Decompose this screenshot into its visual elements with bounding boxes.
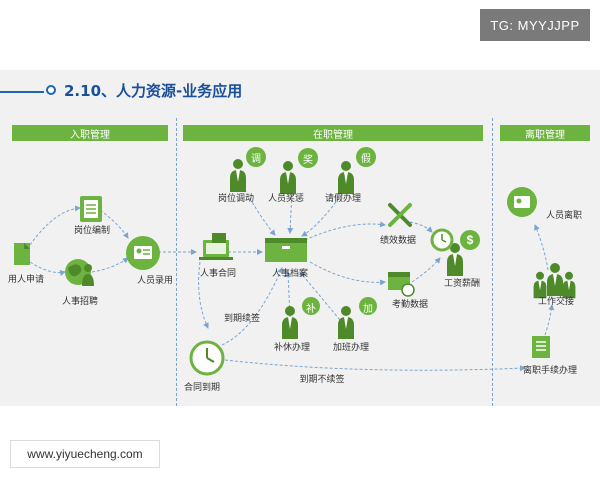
label-reward: 人员奖惩 bbox=[267, 194, 305, 204]
label-renew: 到期续签 bbox=[223, 314, 261, 324]
section-divider-1 bbox=[176, 118, 177, 406]
label-transfer: 岗位调动 bbox=[217, 194, 255, 204]
svg-text:$: $ bbox=[467, 233, 474, 247]
label-leave: 请假办理 bbox=[324, 194, 362, 204]
contract-expire-clock-icon bbox=[189, 340, 225, 376]
page-title: 2.10、人力资源-业务应用 bbox=[64, 82, 243, 100]
label-archive: 人事档案 bbox=[271, 269, 309, 279]
transfer-person-icon bbox=[230, 159, 246, 192]
label-salary: 工资薪酬 bbox=[443, 279, 481, 289]
label-no-renew: 到期不续签 bbox=[299, 375, 345, 385]
calendar-icon bbox=[388, 272, 415, 297]
hire-request-icon bbox=[14, 243, 30, 265]
dollar-icon: $ bbox=[460, 230, 480, 250]
bubble-makeup: 补 bbox=[306, 304, 316, 315]
bubble-leave: 假 bbox=[361, 154, 371, 165]
label-contract: 人事合同 bbox=[199, 269, 237, 279]
reward-person-icon bbox=[280, 161, 296, 194]
title-accent-line bbox=[0, 91, 44, 93]
label-resign-proc: 离职手续办理 bbox=[522, 366, 578, 376]
clipboard-icon bbox=[80, 196, 102, 222]
archive-folder-icon bbox=[265, 238, 307, 262]
salary-clock-icon bbox=[430, 228, 454, 252]
label-makeup: 补休办理 bbox=[273, 343, 311, 353]
label-handover: 工作交接 bbox=[537, 297, 575, 307]
label-post-staffing: 岗位编制 bbox=[73, 226, 111, 236]
resign-doc-icon bbox=[532, 336, 550, 358]
label-contract-expire: 合同到期 bbox=[183, 383, 221, 393]
label-resign: 人员离职 bbox=[545, 211, 583, 221]
resign-badge-icon bbox=[507, 187, 537, 217]
speech-bubbles bbox=[246, 147, 377, 315]
bubble-overtime: 加 bbox=[363, 304, 373, 315]
label-employee-hire: 人员录用 bbox=[136, 276, 174, 286]
label-performance: 绩效数据 bbox=[379, 236, 417, 246]
handover-person-icon bbox=[547, 263, 563, 296]
globe-recruit-icon bbox=[65, 259, 94, 286]
label-attendance: 考勤数据 bbox=[391, 300, 429, 310]
watermark-top: TG: MYYJJPP bbox=[480, 9, 590, 41]
leave-person-icon bbox=[338, 161, 354, 194]
section-divider-2 bbox=[492, 118, 493, 406]
label-recruit: 人事招聘 bbox=[61, 297, 99, 307]
contract-laptop-icon bbox=[199, 233, 233, 260]
section-header-inservice: 在职管理 bbox=[183, 125, 483, 141]
makeup-person-icon bbox=[282, 306, 298, 339]
label-hire-request: 用人申请 bbox=[7, 275, 45, 285]
bubble-reward: 奖 bbox=[303, 155, 313, 166]
overtime-person-icon bbox=[338, 306, 354, 339]
title-accent-dot bbox=[46, 85, 56, 95]
tools-icon bbox=[388, 203, 412, 227]
watermark-bottom: www.yiyuecheng.com bbox=[10, 440, 160, 468]
employee-hire-icon bbox=[126, 236, 160, 270]
label-overtime: 加班办理 bbox=[332, 343, 370, 353]
section-header-onboard: 入职管理 bbox=[12, 125, 168, 141]
bubble-transfer: 调 bbox=[251, 154, 261, 165]
section-header-offboard: 离职管理 bbox=[500, 125, 590, 141]
